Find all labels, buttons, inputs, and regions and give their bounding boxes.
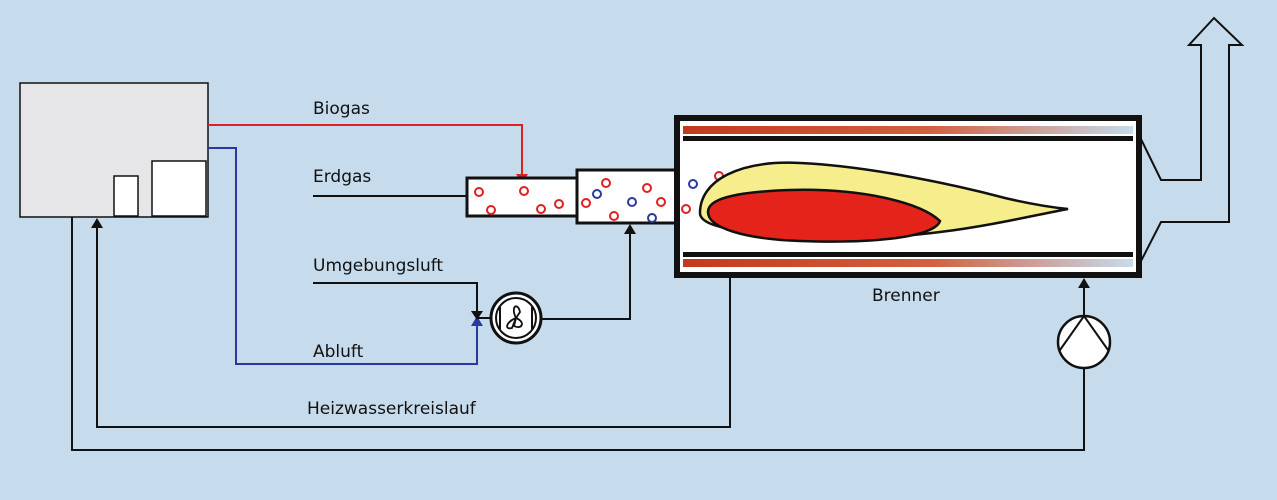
biogas-line bbox=[208, 124, 523, 177]
pump-arrowhead bbox=[1078, 278, 1090, 288]
abluft-arrowhead bbox=[471, 316, 483, 326]
source-unit bbox=[19, 82, 209, 218]
umgebungsluft-arrowhead bbox=[471, 311, 483, 320]
heizwasser-arrowhead bbox=[91, 218, 103, 228]
umgebungsluft-line bbox=[313, 282, 478, 317]
abluft-line bbox=[208, 147, 478, 365]
label-erdgas: Erdgas bbox=[313, 167, 371, 187]
heizwasser-supply-line bbox=[71, 217, 1085, 451]
fan-icon bbox=[489, 291, 543, 345]
label-umgebungsluft: Umgebungsluft bbox=[313, 256, 443, 276]
burner bbox=[674, 115, 1142, 278]
label-heizwasserkreislauf: Heizwasserkreislauf bbox=[307, 399, 477, 419]
unit-small-box bbox=[113, 175, 139, 217]
flame-inner bbox=[706, 188, 942, 243]
label-biogas: Biogas bbox=[313, 99, 370, 119]
label-brenner: Brenner bbox=[872, 286, 940, 306]
unit-large-box bbox=[151, 160, 207, 217]
heizwasser-return-line bbox=[96, 224, 731, 428]
gas-mixing-chamber bbox=[465, 168, 681, 225]
pump-icon bbox=[1056, 314, 1112, 370]
air-to-mixer-arrowhead bbox=[624, 224, 636, 234]
air-to-mixer-line bbox=[541, 232, 631, 320]
label-abluft: Abluft bbox=[313, 342, 364, 362]
exhaust-line-upper bbox=[1138, 16, 1245, 266]
